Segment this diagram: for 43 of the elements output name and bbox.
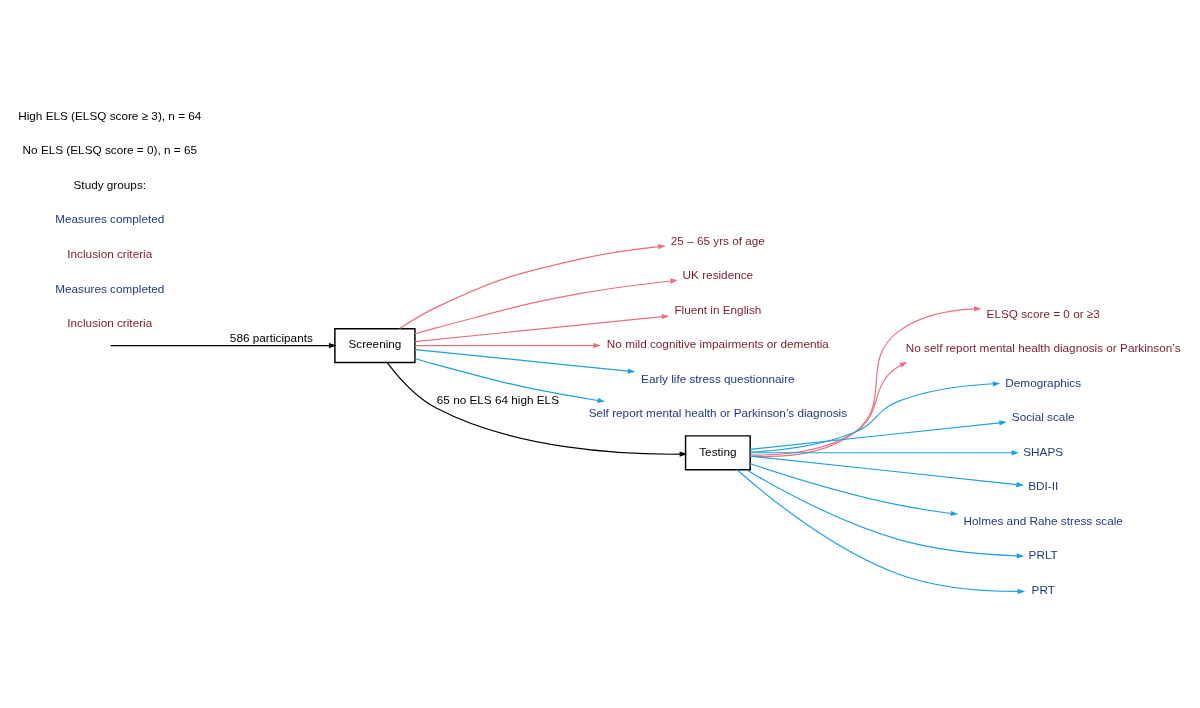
arrow: [749, 463, 959, 516]
node-text: Demographics: [1005, 375, 1082, 389]
node-text: Early life stress questionnaire: [641, 371, 795, 385]
arrow: [745, 469, 1025, 559]
arrow: [414, 278, 678, 335]
arrow: [749, 420, 1007, 450]
label: No ELS (ELSQ score = 0), n = 65: [22, 143, 197, 157]
label: Inclusion criteria: [67, 247, 153, 261]
node-text: 25 – 65 yrs of age: [670, 233, 765, 247]
arrow: [749, 306, 982, 458]
node-text: BDI-II: [1028, 479, 1059, 493]
node-text: Fluent in English: [674, 302, 762, 316]
node-text: ELSQ score = 0 or ≥3: [986, 306, 1100, 320]
arrow: [414, 342, 601, 349]
node-text: PRT: [1031, 582, 1055, 596]
node-text: Self report mental health or Parkinson’s diagnosis: [588, 406, 848, 420]
arrow: [399, 244, 666, 330]
node-text: PRLT: [1028, 548, 1058, 562]
arrow: [749, 450, 1020, 456]
node-text: Social scale: [1011, 410, 1075, 424]
arrow: [749, 381, 1001, 453]
arrow: [110, 342, 337, 349]
arrow: [414, 348, 636, 374]
node-text: UK residence: [682, 268, 754, 282]
arrow: [414, 357, 606, 404]
node-text: Holmes and Rahe stress scale: [963, 513, 1123, 527]
edge-label: 586 participants: [229, 330, 313, 344]
arrow: [386, 361, 688, 457]
edge-label: 65 no ELS 64 high ELS: [436, 393, 559, 407]
node-box: Testing: [684, 435, 751, 471]
label: Measures completed: [55, 212, 165, 226]
node-text: No self report mental health diagnosis or Parkinson’s: [905, 341, 1181, 355]
label: Measures completed: [55, 281, 165, 295]
label: Inclusion criteria: [67, 316, 153, 330]
node-text: No mild cognitive impairments or dementia: [606, 337, 829, 351]
arrow: [736, 469, 1026, 595]
arrow: [749, 361, 908, 456]
arrow: [749, 455, 1024, 488]
label: High ELS (ELSQ score ≥ 3), n = 64: [18, 108, 202, 122]
node-text: SHAPS: [1023, 444, 1064, 458]
arrow: [414, 314, 670, 343]
label: Study groups:: [73, 177, 147, 191]
node-box: Screening: [334, 327, 416, 364]
